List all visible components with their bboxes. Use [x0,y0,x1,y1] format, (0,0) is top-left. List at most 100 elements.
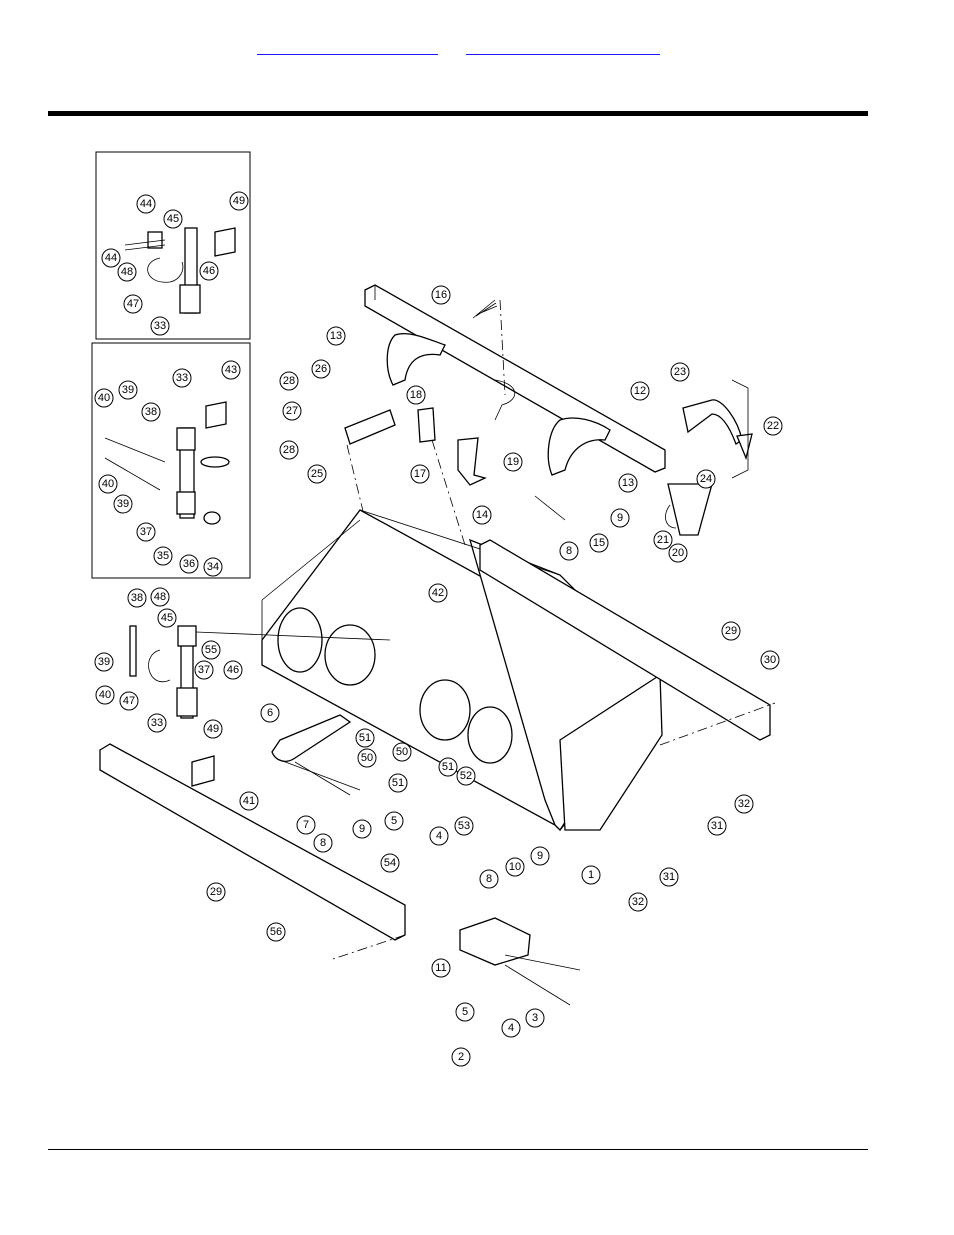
arm-6 [271,714,352,762]
callout-45: 45 [157,608,177,628]
callout-label: 45 [167,213,179,225]
callout-12: 12 [630,381,650,401]
callout-18: 18 [406,385,426,405]
callout-41: 41 [239,791,259,811]
callout-label: 32 [632,896,644,908]
callout-label: 31 [663,871,675,883]
callout-label: 8 [486,873,492,885]
callout-17: 17 [410,464,430,484]
callout-45: 45 [163,209,183,229]
callout-9: 9 [610,508,630,528]
callout-39: 39 [113,494,133,514]
callout-37: 37 [136,522,156,542]
callout-54: 54 [380,853,400,873]
callout-37: 37 [194,660,214,680]
main-frame-tube [364,284,666,473]
callout-8: 8 [559,541,579,561]
callout-label: 43 [225,364,237,376]
callout-38: 38 [141,402,161,422]
callout-4: 4 [429,826,449,846]
callout-3: 3 [525,1008,545,1028]
callout-23: 23 [670,362,690,382]
callout-label: 13 [330,330,342,342]
callout-label: 26 [315,363,327,375]
callout-36: 36 [179,554,199,574]
callout-label: 38 [145,406,157,418]
callout-label: 24 [700,473,712,485]
inset-1-parts [124,227,236,314]
shank-left [386,333,446,386]
callout-56: 56 [266,922,286,942]
callout-label: 9 [617,512,623,524]
callout-label: 52 [460,770,472,782]
callout-label: 14 [476,509,488,521]
callout-53: 53 [454,816,474,836]
header-rule [48,111,868,116]
callout-13: 13 [326,326,346,346]
callout-51: 51 [388,773,408,793]
callout-label: 56 [270,926,282,938]
point-24 [736,433,753,461]
callout-22: 22 [763,416,783,436]
callout-label: 22 [767,420,779,432]
callout-40: 40 [98,474,118,494]
callout-28: 28 [279,371,299,391]
callout-51: 51 [438,757,458,777]
callout-label: 54 [384,857,396,869]
callout-29: 29 [721,621,741,641]
callout-34: 34 [203,557,223,577]
callout-50: 50 [392,742,412,762]
top-link-1[interactable] [257,36,438,55]
top-link-2[interactable] [466,36,660,55]
callout-label: 51 [359,732,371,744]
callout-28: 28 [279,440,299,460]
callout-39: 39 [118,380,138,400]
shank-right [547,417,611,476]
callout-15: 15 [589,533,609,553]
callout-49: 49 [229,191,249,211]
block-17 [417,407,436,443]
callout-label: 40 [98,392,110,404]
callout-label: 47 [127,298,139,310]
callout-label: 46 [227,664,239,676]
callout-20: 20 [668,543,688,563]
callout-label: 19 [507,456,519,468]
callout-label: 40 [99,689,111,701]
callout-label: 51 [442,761,454,773]
callout-label: 18 [410,389,422,401]
callout-label: 8 [566,545,572,557]
callout-label: 6 [267,707,273,719]
callout-52: 52 [456,766,476,786]
callout-label: 39 [98,656,110,668]
callout-51: 51 [355,728,375,748]
callout-label: 29 [725,625,737,637]
cutting-edge-right [479,539,771,741]
callout-label: 36 [183,558,195,570]
callout-label: 28 [283,444,295,456]
callout-11: 11 [431,958,451,978]
callout-label: 12 [634,385,646,397]
callout-40: 40 [94,388,114,408]
callout-label: 53 [458,820,470,832]
callout-label: 42 [432,587,444,599]
cutting-edge-left [99,743,406,941]
callout-8: 8 [313,833,333,853]
callout-label: 8 [320,837,326,849]
callout-label: 30 [764,654,776,666]
callout-40: 40 [95,685,115,705]
callout-50: 50 [357,748,377,768]
clip-20 [667,483,713,536]
callout-label: 4 [436,830,442,842]
callout-7: 7 [296,815,316,835]
callout-label: 33 [154,320,166,332]
top-link-assembly [129,625,391,719]
callout-label: 34 [207,561,219,573]
callout-label: 55 [205,644,217,656]
callout-5: 5 [455,1002,475,1022]
callout-label: 7 [303,819,309,831]
spring-16 [472,299,498,319]
callout-46: 46 [223,660,243,680]
callout-label: 3 [532,1012,538,1024]
callout-label: 48 [154,591,166,603]
inset-2-parts [104,401,230,525]
